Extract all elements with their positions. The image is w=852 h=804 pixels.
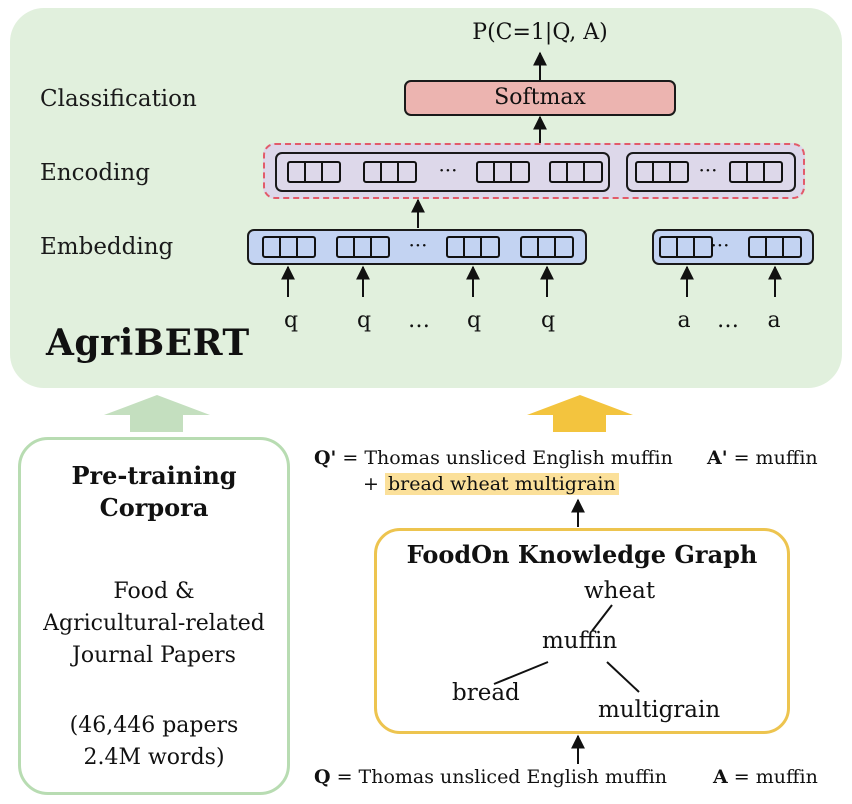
added-knowledge-terms: bread wheat multigrain	[384, 473, 619, 495]
q-label: Q	[314, 766, 331, 788]
plus-sign: +	[363, 473, 385, 495]
augmented-terms-line: + bread wheat multigrain	[363, 473, 619, 495]
knowledge-graph-panel	[374, 528, 790, 734]
corpora-count: (46,446 papers 2.4M words)	[18, 710, 290, 774]
augmented-answer: A' = muffin	[707, 447, 818, 469]
corpora-desc-line1: Food &	[113, 579, 195, 604]
node-multigrain: multigrain	[598, 697, 721, 723]
token-a-1: a	[677, 308, 691, 333]
token-q-4: q	[540, 308, 556, 333]
embedding-cells-a	[659, 236, 802, 258]
encoding-ellipsis-a: ···	[698, 158, 718, 182]
flow-arrows	[281, 51, 782, 764]
encoding-cells-q	[287, 161, 603, 183]
token-q-1: q	[283, 308, 299, 333]
corpora-count-line2: 2.4M words)	[83, 745, 225, 770]
softmax-box: Softmax	[404, 80, 676, 116]
corpora-title: Pre-training Corpora	[18, 460, 290, 524]
token-q-2: q	[356, 308, 372, 333]
corpora-title-line2: Corpora	[99, 493, 209, 522]
a-text: = muffin	[727, 766, 818, 788]
embedding-ellipsis-q: ···	[408, 233, 428, 257]
augmented-question: Q' = Thomas unsliced English muffin	[314, 447, 673, 469]
encoding-cells-a	[635, 161, 783, 183]
embedding-question-box	[247, 229, 587, 265]
knowledge-graph-title: FoodOn Knowledge Graph	[406, 540, 758, 569]
node-bread: bread	[452, 680, 520, 706]
embedding-ellipsis-a: ···	[710, 233, 730, 257]
knowledge-up-arrow	[527, 395, 633, 432]
corpora-desc-line3: Journal Papers	[72, 643, 236, 668]
original-answer: A = muffin	[713, 766, 818, 788]
q-prime-text: = Thomas unsliced English muffin	[336, 447, 673, 469]
token-ellipsis-q: …	[408, 308, 430, 333]
q-text: = Thomas unsliced English muffin	[330, 766, 668, 788]
a-prime-text: = muffin	[727, 447, 818, 469]
q-prime-label: Q'	[314, 447, 337, 469]
original-question: Q = Thomas unsliced English muffin	[314, 766, 667, 788]
model-name: AgriBERT	[46, 322, 250, 364]
token-ellipsis-a: …	[717, 308, 739, 333]
corpora-up-arrow	[104, 395, 210, 432]
embedding-cells-q	[262, 236, 574, 258]
token-a-2: a	[767, 308, 781, 333]
encoding-question-box	[275, 152, 610, 192]
embedding-label: Embedding	[40, 234, 174, 260]
embedding-answer-box	[652, 229, 814, 265]
classification-label: Classification	[40, 86, 197, 112]
token-q-3: q	[466, 308, 482, 333]
corpora-title-line1: Pre-training	[71, 461, 237, 490]
corpora-desc-line2: Agricultural-related	[43, 611, 265, 636]
kg-edges	[493, 604, 640, 693]
encoding-answer-box	[626, 152, 796, 192]
encoding-ellipsis-q: ···	[438, 158, 458, 182]
pretraining-corpora-panel	[18, 437, 290, 795]
corpora-count-line1: (46,446 papers	[69, 713, 239, 738]
node-wheat: wheat	[584, 578, 656, 604]
a-label: A	[713, 766, 728, 788]
node-muffin: muffin	[542, 628, 618, 654]
a-prime-label: A'	[707, 447, 728, 469]
output-probability-label: P(C=1|Q, A)	[472, 20, 608, 45]
corpora-description: Food & Agricultural-related Journal Pape…	[18, 576, 290, 672]
encoding-label: Encoding	[40, 160, 150, 186]
